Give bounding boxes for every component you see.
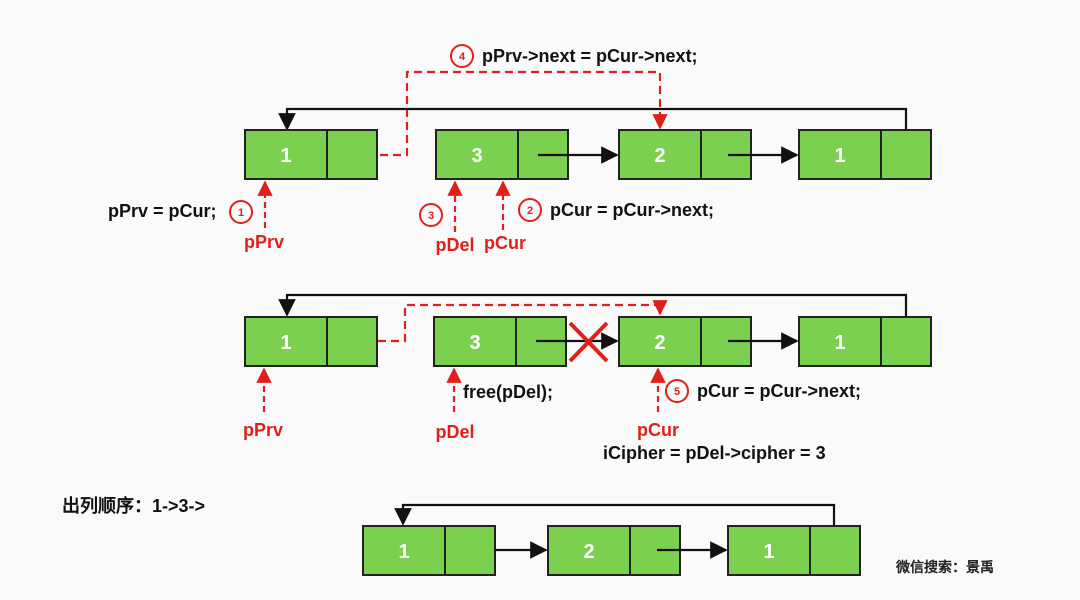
step4-code: pPrv->next = pCur->next; [482,46,698,66]
node-value: 3 [471,145,482,167]
step5-badge [665,379,689,403]
redirect-next-dashed-arrow [380,70,668,157]
pdel-pointer-label: pDel [435,235,474,255]
pdel-pointer-label: pDel [435,422,474,442]
step3-number: 3 [428,210,434,222]
row3: 1 2 1 [362,503,861,576]
node-value: 2 [654,145,665,167]
step4-badge [450,44,474,68]
step3-badge [419,203,443,227]
list-node: 1 [798,316,932,367]
list-node: 1 [798,129,932,180]
redirect-next-dashed-arrow [378,300,668,343]
step2-code: pCur = pCur->next; [550,200,714,220]
list-node: 1 [727,525,861,576]
step1-badge [229,200,253,224]
list-node: 1 [362,525,496,576]
step2-number: 2 [527,205,533,217]
list-node: 1 [244,316,378,367]
node-value: 2 [583,541,594,563]
cross-icon [568,321,609,363]
node-value: 1 [280,145,291,167]
step4-label: 4 pPrv->next = pCur->next; [450,44,698,68]
step1-number: 1 [238,207,244,219]
watermark-text: 微信搜索：景禹 [895,559,994,575]
pcur-pointer-label: pCur [484,233,526,253]
node-value: 1 [834,145,845,167]
cipher-code: iCipher = pDel->cipher = 3 [603,443,826,463]
node-value: 3 [469,332,480,354]
row1: 4 pPrv->next = pCur->next; 1 3 2 1 [108,44,932,255]
step5-number: 5 [674,386,680,398]
pcur-pointer-label: pCur [637,420,679,440]
node-value: 1 [280,332,291,354]
list-node: 1 [244,129,378,180]
pprv-pointer-label: pPrv [244,232,284,252]
step2-badge [518,198,542,222]
pprv-pointer-label: pPrv [243,420,283,440]
node-value: 1 [398,541,409,563]
node-value: 2 [654,332,665,354]
node-value: 1 [834,332,845,354]
node-value: 1 [763,541,774,563]
step4-number: 4 [459,51,466,63]
dequeue-order-label: 出列顺序：1->3-> [62,495,205,516]
step1-code: pPrv = pCur; [108,201,217,221]
row2: 1 3 2 1 pPrv free(pDel); pDel [243,293,932,463]
step5-code: pCur = pCur->next; [697,381,861,401]
free-code: free(pDel); [463,382,553,402]
